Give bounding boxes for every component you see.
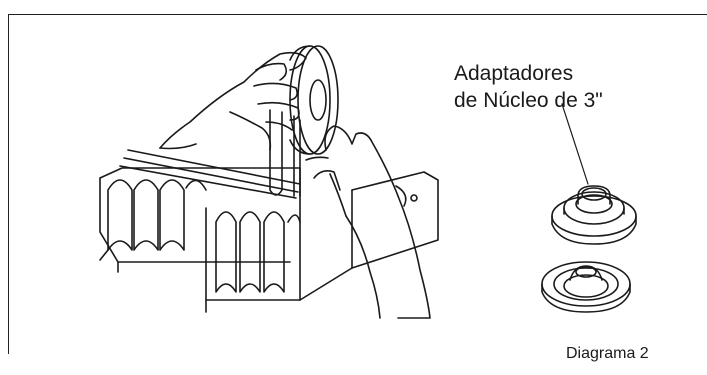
adapter-label-line2: de Núcleo de 3" (454, 89, 603, 112)
adapter-label-line1: Adaptadores (454, 62, 574, 85)
figure-caption: Diagrama 2 (566, 345, 649, 362)
figure-frame (8, 14, 707, 354)
roll-rack-illustration (99, 149, 439, 313)
left-hand-illustration (159, 51, 307, 151)
right-hand-illustration (305, 125, 431, 319)
leader-line (561, 103, 589, 185)
core-adapter-icon (551, 185, 637, 245)
adapter-label: Adaptadores de Núcleo de 3" (454, 60, 603, 114)
core-adapter-icon (541, 261, 631, 313)
tape-roll-illustration (269, 45, 339, 197)
